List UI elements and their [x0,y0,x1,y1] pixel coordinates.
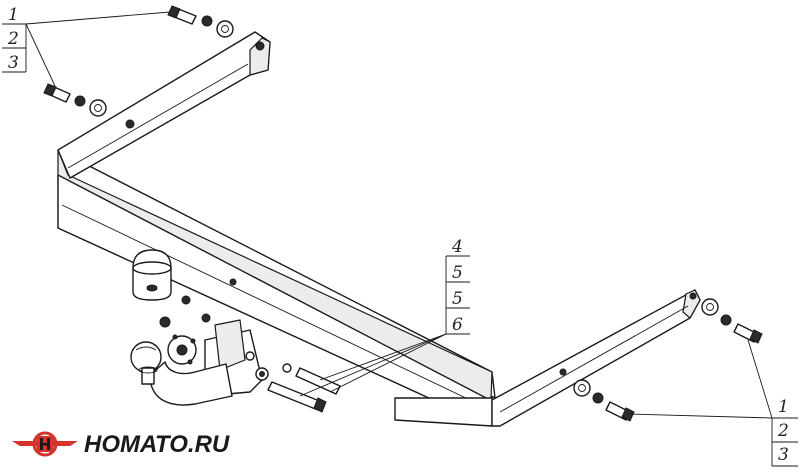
left-bracket-bolt-hole [255,41,265,51]
logo-wordmark: НОМАТО.RU [84,431,230,458]
tow-ball-mount [149,319,263,406]
homato-logo: НОМАТО.RU [12,431,230,458]
fastener-set-top-left-upper [167,5,234,38]
right-bracket-bolt-hole [559,368,567,376]
callout-bottom-right: 1 2 3 [629,339,798,467]
callout-label: 2 [777,421,789,441]
tow-ball [130,341,162,385]
fastener-set-bottom-right-upper [701,298,763,344]
callout-label: 1 [778,397,789,417]
callout-label: 6 [452,315,463,335]
callout-label: 5 [452,289,463,309]
callout-label: 5 [452,263,463,283]
left-bracket-bolt-hole [125,119,135,129]
callout-label: 2 [7,29,19,49]
callout-label: 1 [8,5,19,25]
right-side-bracket [491,289,701,427]
callout-label: 3 [778,445,789,465]
fastener-set-top-left-lower [43,83,107,117]
callout-label: 3 [8,53,19,73]
callout-top-left: 1 2 3 [2,5,171,87]
callout-label: 4 [451,237,463,257]
ball-cap [132,249,172,301]
left-side-bracket [57,31,271,179]
fastener-set-bottom-right-lower [573,379,635,422]
logo-emblem-icon [12,431,78,457]
right-bracket-bolt-hole [689,292,697,300]
callout-center: 4 5 5 6 [299,237,470,397]
mount-fasteners [159,278,341,413]
